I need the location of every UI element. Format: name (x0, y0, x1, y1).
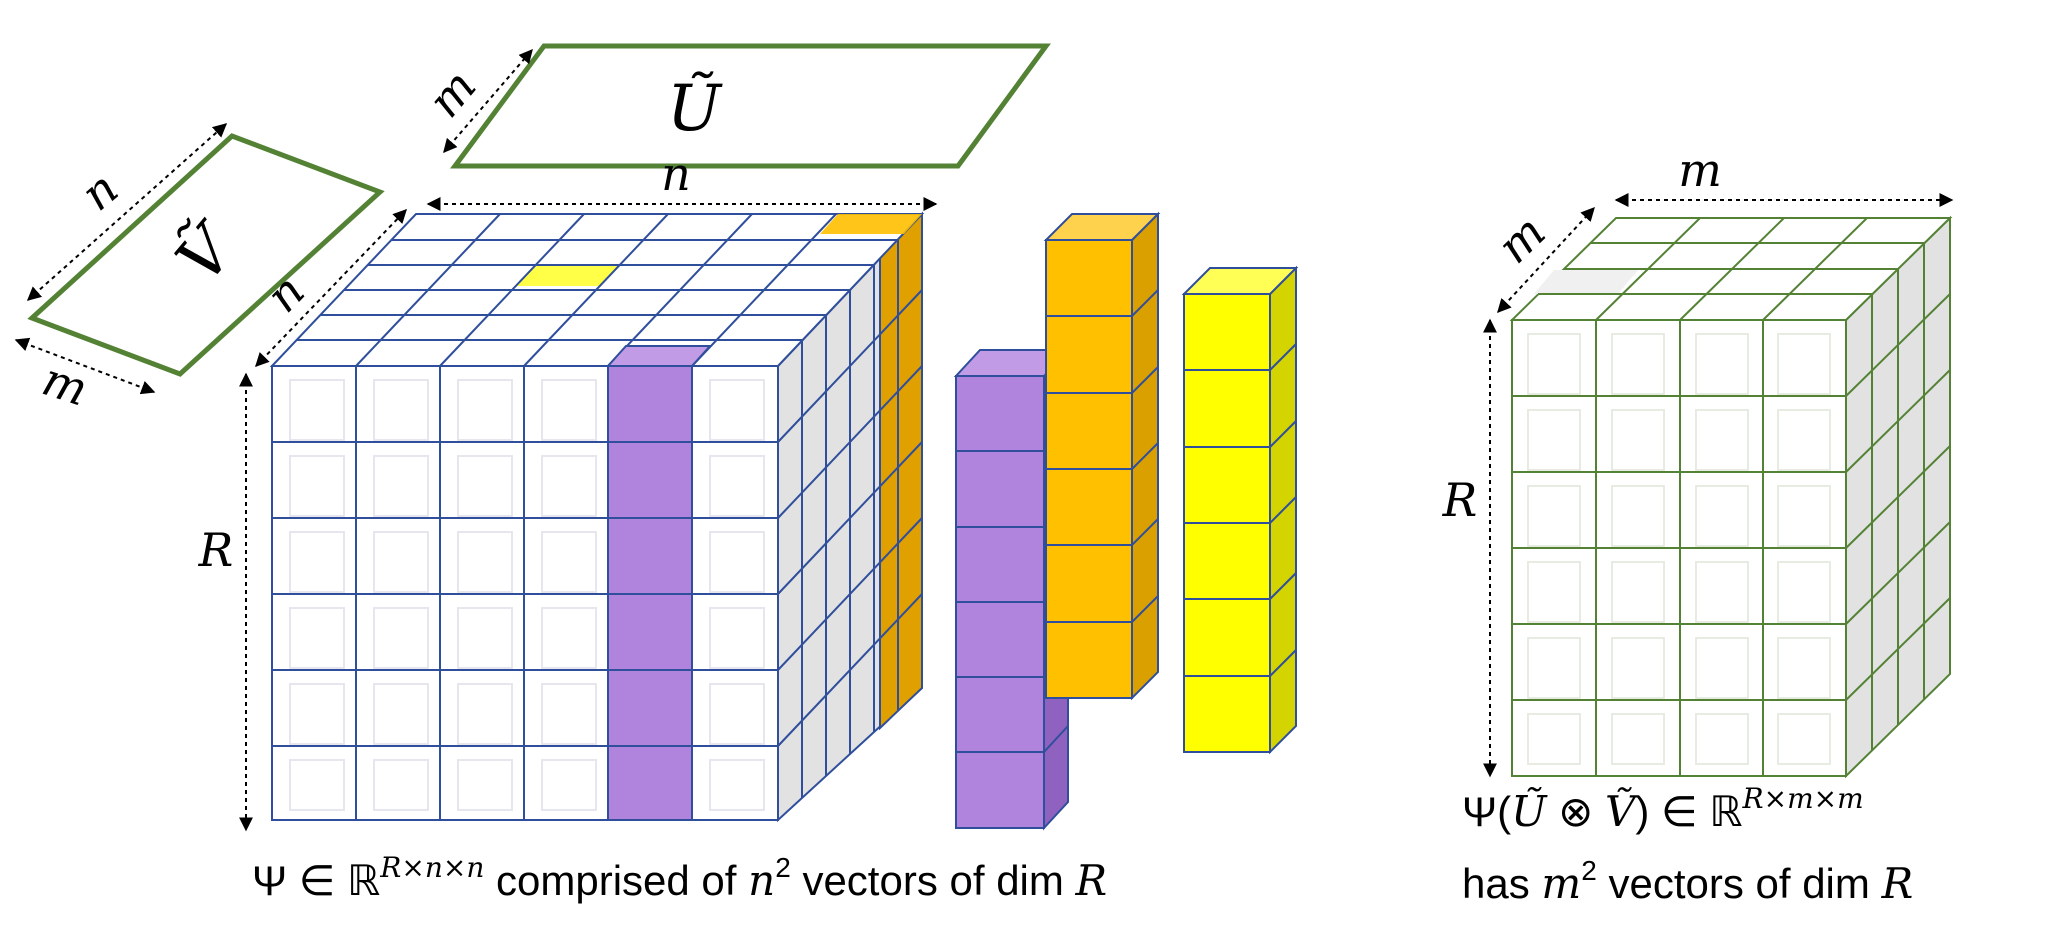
u-n-label: n (661, 147, 691, 201)
u-tilde-label: Ũ (667, 71, 723, 146)
caption-right-line2: has m2 vectors of dim R (1462, 855, 1913, 908)
orange-vector (1043, 211, 1161, 701)
u-m-arrow (443, 48, 533, 154)
caption-right-line1: Ψ(Ũ ⊗ Ṽ) ∈ ℝR×m×m (1462, 782, 1864, 836)
right-width-label: m (1678, 143, 1722, 197)
projected-cube (1509, 215, 1953, 779)
v-n-label: n (71, 161, 128, 221)
right-depth-label: m (1487, 205, 1556, 274)
cube-height-label: R (198, 523, 234, 577)
v-m-arrow (14, 337, 156, 395)
u-m-label: m (417, 59, 486, 127)
v-m-label: m (36, 352, 94, 417)
caption-left: Ψ ∈ ℝR×n×n comprised of n2 vectors of di… (252, 851, 1107, 905)
right-height-label: R (1442, 473, 1478, 527)
u-tilde-plane (450, 43, 1051, 169)
yellow-vector (1181, 265, 1299, 755)
psi-cube (269, 211, 925, 823)
